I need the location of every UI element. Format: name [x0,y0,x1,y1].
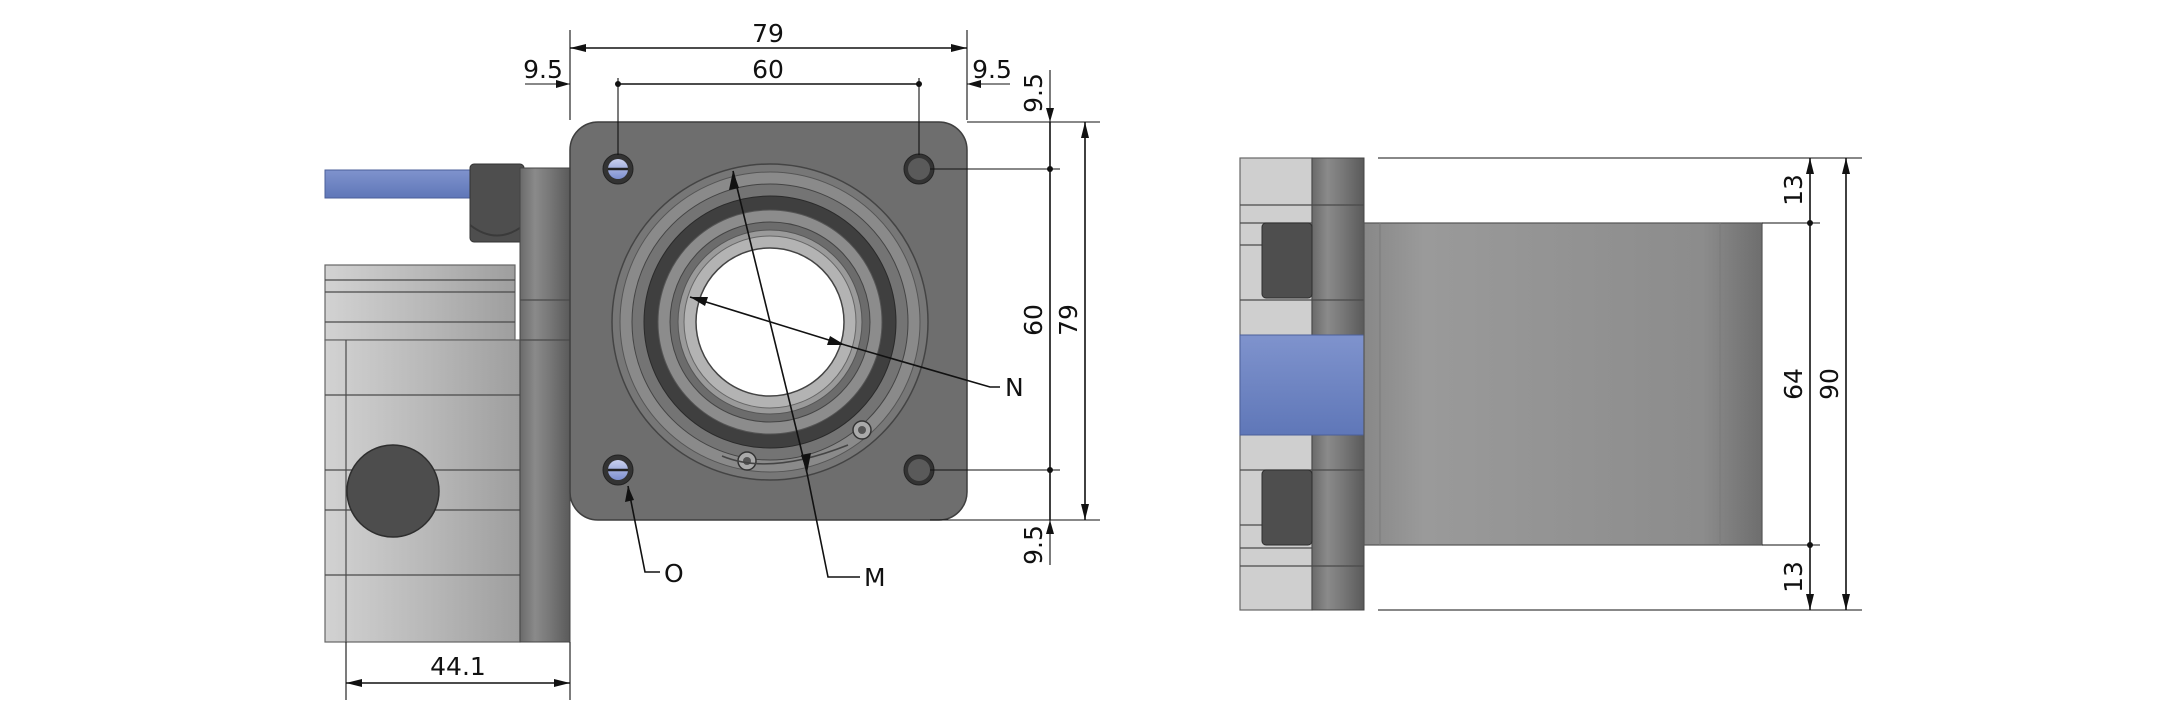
dim-right-bottom-offset: 9.5 [1019,525,1048,565]
side-connector-lower [1261,469,1313,546]
side-view: 13 64 13 90 [1239,157,1862,611]
side-connector-upper [1261,222,1313,299]
front-view: 79 60 9.5 9.5 9.5 60 79 9.5 44.1 N M O [324,19,1100,700]
upper-housing-block [324,264,516,341]
dim-side-bottom: 13 [1779,561,1808,593]
dim-bottom-width: 44.1 [430,652,486,681]
dim-side-overall: 90 [1815,368,1844,400]
callout-n: N [1005,373,1024,402]
side-column [519,167,571,643]
dim-top-overall: 79 [752,19,784,48]
motor-body [1363,222,1763,546]
side-cable [1239,334,1365,436]
callout-leaders [625,170,1000,578]
dim-right-overall: 79 [1054,304,1083,336]
dimension-lines [346,44,1089,687]
bearing-assembly [611,163,929,481]
dim-top-right-offset: 9.5 [972,55,1012,84]
dimension-labels: 79 60 9.5 9.5 9.5 60 79 9.5 44.1 N M O [430,19,1083,681]
dim-top-bolt-spacing: 60 [752,55,784,84]
dim-side-middle: 64 [1779,368,1808,400]
dim-top-left-offset: 9.5 [523,55,563,84]
callout-o: O [664,559,684,588]
dim-right-bolt-spacing: 60 [1019,304,1048,336]
round-plug [346,444,440,538]
dim-side-top: 13 [1779,174,1808,206]
callout-m: M [864,563,886,592]
mounting-holes [602,153,935,486]
cable [324,169,476,199]
dim-right-top-offset: 9.5 [1019,73,1048,113]
